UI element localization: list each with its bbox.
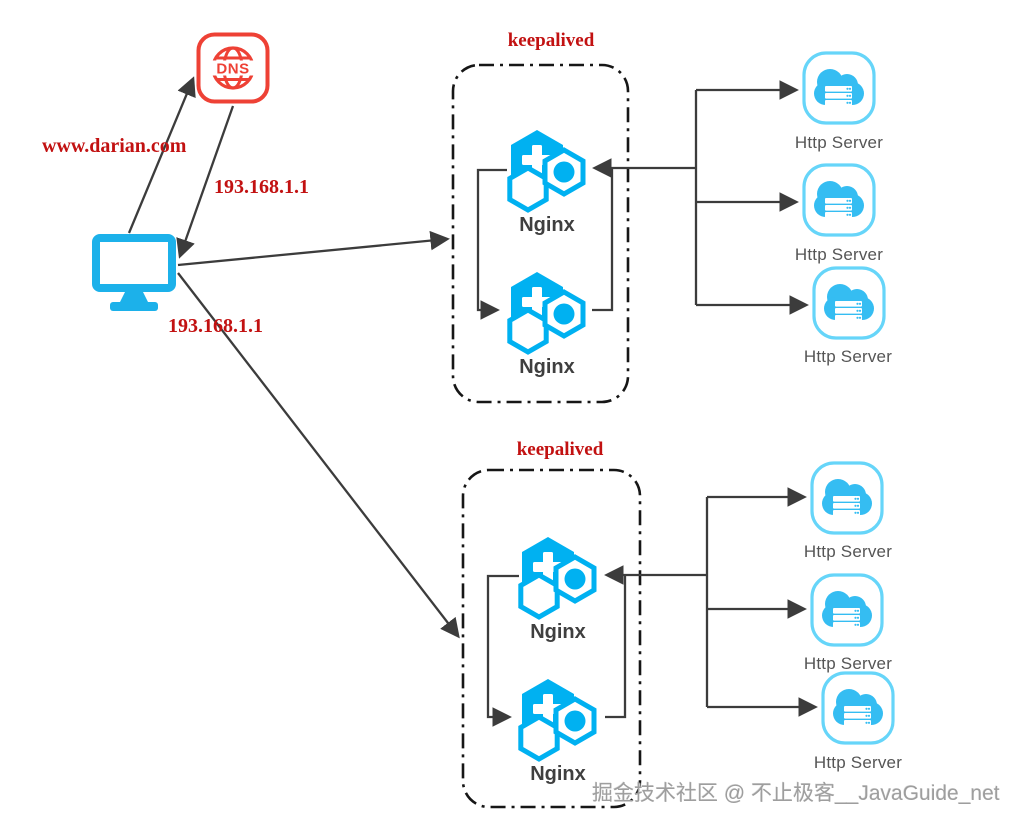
line-c1-nginx2-right-link <box>592 168 614 312</box>
dns-ip-label: 193.168.1.1 <box>214 176 309 198</box>
http-server-icon <box>810 461 884 535</box>
nginx-node-label: Nginx <box>530 621 586 643</box>
nginx-icon <box>503 270 591 356</box>
http-server-icon <box>821 671 895 745</box>
domain-label: www.darian.com <box>42 135 187 157</box>
nginx-node-label: Nginx <box>519 356 575 378</box>
http-server-icon <box>802 51 876 125</box>
cluster2-title: keepalived <box>516 439 604 460</box>
http-server-label: Http Server <box>803 542 893 561</box>
arrow-client-to-dns <box>127 76 196 234</box>
nginx-node-label: Nginx <box>530 763 586 785</box>
http-server-icon <box>810 573 884 647</box>
http-server-icon <box>812 266 886 340</box>
client-monitor-icon <box>92 234 176 312</box>
http-server-label: Http Server <box>794 133 884 152</box>
http-server-label: Http Server <box>803 347 893 366</box>
cluster1-title: keepalived <box>507 30 595 51</box>
arrow-c1-nginx1-to-nginx2 <box>476 168 507 320</box>
arrow-client-to-cluster2 <box>177 272 460 639</box>
nginx-icon <box>503 128 591 214</box>
cluster2-border <box>461 468 642 809</box>
http-server-label: Http Server <box>794 245 884 264</box>
line-c2-nginx2-right-link <box>605 575 627 719</box>
virtual-ip-label: 193.168.1.1 <box>168 315 263 337</box>
nginx-icon <box>514 677 602 763</box>
arrow-client-to-cluster1 <box>177 230 450 267</box>
cluster1-border <box>451 63 630 404</box>
http-server-icon <box>802 163 876 237</box>
arrow-dns-to-client <box>176 105 235 259</box>
nginx-node-label: Nginx <box>519 214 575 236</box>
arrow-c2-nginx1-to-nginx2 <box>486 574 519 727</box>
http-server-label: Http Server <box>813 753 903 772</box>
watermark: 掘金技术社区 @ 不止极客__JavaGuide_net <box>592 782 1000 805</box>
http-server-label: Http Server <box>803 654 893 673</box>
dns-icon-label: DNS <box>216 61 249 78</box>
nginx-icon <box>514 535 602 621</box>
dns-icon: DNS <box>196 32 270 104</box>
